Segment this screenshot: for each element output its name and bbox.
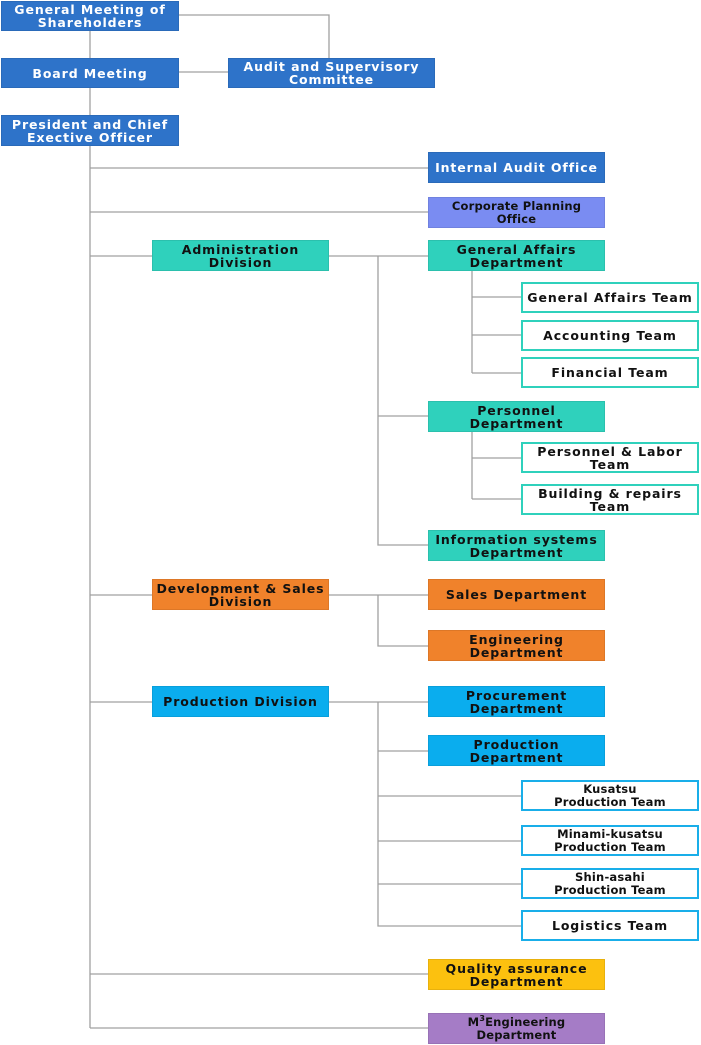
board-meeting-box: Board Meeting	[1, 58, 179, 88]
general-affairs-department-box: General Affairs Department	[428, 240, 605, 271]
m3-label: M3Engineering Department	[467, 1013, 566, 1042]
information-systems-department-box: Information systems Department	[428, 530, 605, 561]
production-division-box: Production Division	[152, 686, 329, 717]
production-department-box: Production Department	[428, 735, 605, 766]
administration-division-box: Administration Division	[152, 240, 329, 271]
general-meeting-of-shareholders-box: General Meeting of Shareholders	[1, 1, 179, 31]
building-repairs-team-box: Building & repairs Team	[521, 484, 699, 515]
logistics-team-box: Logistics Team	[521, 910, 699, 941]
quality-assurance-department-box: Quality assurance Department	[428, 959, 605, 990]
kusatsu-production-team-box: Kusatsu Production Team	[521, 780, 699, 811]
m3-engineering-department-box: M3Engineering Department	[428, 1013, 605, 1044]
corporate-planning-office-box: Corporate Planning Office	[428, 197, 605, 228]
audit-supervisory-committee-box: Audit and Supervisory Committee	[228, 58, 435, 88]
shin-asahi-production-team-box: Shin-asahi Production Team	[521, 868, 699, 899]
m3-suffix: Engineering Department	[476, 1014, 566, 1042]
development-sales-division-box: Development & Sales Division	[152, 579, 329, 610]
engineering-department-box: Engineering Department	[428, 630, 605, 661]
sales-department-box: Sales Department	[428, 579, 605, 610]
personnel-department-box: Personnel Department	[428, 401, 605, 432]
president-ceo-box: President and Chief Exective Officer	[1, 115, 179, 146]
financial-team-box: Financial Team	[521, 357, 699, 388]
m3-prefix: M	[467, 1014, 480, 1029]
general-affairs-team-box: General Affairs Team	[521, 282, 699, 313]
accounting-team-box: Accounting Team	[521, 320, 699, 351]
m3-superscript: 3	[479, 1013, 486, 1023]
minami-kusatsu-production-team-box: Minami-kusatsu Production Team	[521, 825, 699, 856]
internal-audit-office-box: Internal Audit Office	[428, 152, 605, 183]
procurement-department-box: Procurement Department	[428, 686, 605, 717]
personnel-labor-team-box: Personnel & Labor Team	[521, 442, 699, 473]
